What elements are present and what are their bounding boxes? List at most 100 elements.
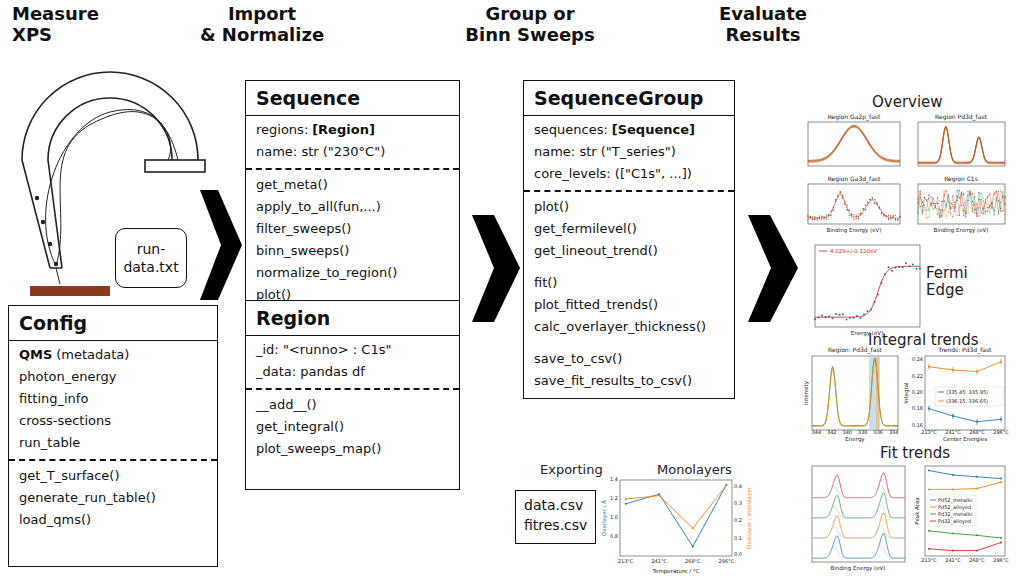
data-point: [814, 219, 815, 220]
data-point: [837, 193, 838, 194]
data-point: [888, 266, 890, 268]
tick-label: 268°C: [969, 558, 985, 564]
data-point: [821, 216, 822, 217]
tick-label: 241°C: [945, 430, 961, 436]
data-point: [952, 533, 954, 535]
plot-curve: [918, 191, 1005, 217]
box-text: fit(): [534, 275, 557, 290]
text-row: get_lineout_trend(): [534, 240, 724, 262]
data-point: [933, 203, 934, 204]
spacer: [534, 338, 724, 348]
data-point: [865, 209, 866, 210]
data-point: [926, 210, 927, 211]
data-point: [946, 204, 947, 205]
data-point: [937, 213, 938, 214]
class-box: Sequenceregions:[Region]name: str ("230°…: [245, 80, 460, 313]
data-point: [946, 206, 947, 207]
legend-text: Pd32_alloyed: [938, 519, 971, 524]
data-point: [625, 498, 627, 500]
data-point: [824, 216, 825, 217]
data-point: [821, 217, 822, 218]
data-point: [853, 214, 854, 215]
plot-frame: [812, 356, 898, 430]
data-point: [922, 213, 923, 214]
data-point: [946, 216, 947, 217]
data-point: [989, 205, 990, 206]
data-point: [991, 208, 992, 209]
data-point: [860, 317, 862, 319]
header-rule: [9, 340, 217, 341]
data-point: [996, 190, 997, 191]
data-point: [994, 194, 995, 195]
data-point: [826, 218, 827, 219]
data-point: [933, 209, 934, 210]
axis-label: Overlayer / monolayer: [746, 487, 752, 549]
tick-label: 296°C: [719, 559, 735, 565]
text-row: normalize_to_region(): [256, 262, 449, 284]
data-point: [807, 216, 808, 217]
data-point: [972, 208, 973, 209]
data-point: [840, 192, 841, 193]
data-point: [930, 202, 931, 203]
box-text: fitting_info: [19, 391, 88, 406]
text-row: core_levels: (["C1s", ...]): [534, 163, 724, 185]
axis-label: Peak Area: [914, 497, 920, 524]
chevron-arrow: [200, 190, 242, 300]
section-label: Overview: [872, 94, 943, 111]
fit-result: 4.029+/-0.120eV: [830, 248, 877, 254]
box-text: plot_fitted_trends(): [534, 297, 658, 312]
data-point: [946, 190, 947, 191]
tick-label: 0.3: [734, 501, 742, 507]
spacer: [534, 262, 724, 272]
box-text: plot_sweeps_map(): [256, 441, 381, 456]
data-point: [941, 201, 942, 202]
data-point: [1000, 208, 1001, 209]
data-point: [998, 200, 999, 201]
data-point: [944, 210, 945, 211]
data-point: [996, 197, 997, 198]
data-point: [928, 210, 929, 211]
plot-curve: [808, 126, 900, 161]
data-point: [976, 534, 978, 536]
axis-label: Binding Energy (eV): [827, 227, 882, 233]
tick-label: 241°C: [945, 558, 961, 564]
data-point: [870, 199, 871, 200]
plot-curve: [812, 505, 905, 517]
box-heading: Config: [19, 312, 87, 334]
data-point: [941, 216, 942, 217]
box-text: photon_energy: [19, 369, 117, 384]
text-row: save_to_csv(): [534, 348, 724, 370]
data-point: [819, 218, 820, 219]
text-row: plot_fitted_trends(): [534, 294, 724, 316]
data-point: [1004, 204, 1005, 205]
axis-label: Intensity: [803, 381, 809, 405]
data-point: [692, 527, 694, 529]
error-bar: [929, 364, 930, 370]
data-point: [980, 203, 981, 204]
error-bar: [1001, 359, 1002, 365]
data-point: [867, 310, 869, 312]
data-point: [891, 270, 893, 272]
data-point: [961, 205, 962, 206]
box-heading: Sequence: [256, 87, 360, 109]
box-text: generate_run_table(): [19, 490, 156, 505]
data-point: [983, 213, 984, 214]
data-point: [989, 194, 990, 195]
text-row: name: str ("230°C"): [256, 141, 449, 163]
data-point: [1004, 214, 1005, 215]
tick-label: 268°C: [969, 430, 985, 436]
text-row: get_fermilevel(): [534, 218, 724, 240]
data-point: [954, 202, 955, 203]
legend-text: (336.15, 336.65): [946, 399, 988, 404]
plot-frame: [918, 122, 1005, 166]
data-point: [974, 209, 975, 210]
data-point: [994, 214, 995, 215]
data-point: [976, 216, 977, 217]
data-point: [944, 191, 945, 192]
section-label: Monolayers: [657, 463, 732, 478]
text-row: _data: pandas df: [256, 361, 449, 383]
section-label: Exporting: [540, 463, 603, 478]
data-point: [912, 264, 914, 266]
data-point: [856, 214, 857, 215]
column-heading: Evaluate: [719, 4, 807, 25]
